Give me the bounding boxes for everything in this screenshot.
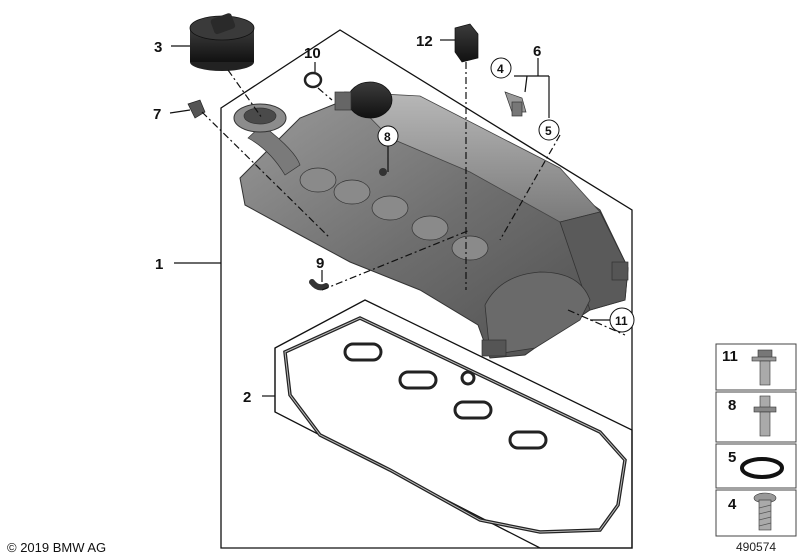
legend-number-5: 5 — [728, 449, 736, 466]
callout-2: 2 — [243, 389, 251, 406]
legend-number-8: 8 — [728, 397, 736, 414]
valve-cover-gasket — [283, 316, 627, 534]
callout-3: 3 — [154, 39, 162, 56]
copyright-text: © 2019 BMW AG — [7, 540, 107, 555]
vent-hose — [309, 279, 329, 291]
callout-5: 5 — [545, 124, 552, 138]
callout-10: 10 — [304, 45, 321, 62]
bolt-with-collar-icon — [751, 349, 777, 386]
assembly-frame — [220, 29, 633, 549]
callout-11: 11 — [615, 314, 628, 328]
torx-screw-icon — [753, 492, 777, 531]
stud-bolt-icon — [753, 395, 777, 437]
diagram-number: 490574 — [736, 540, 777, 554]
callout-12: 12 — [416, 33, 433, 50]
cylinder-head-cover — [233, 81, 629, 359]
callout-9: 9 — [316, 255, 324, 272]
callout-4: 4 — [497, 62, 504, 76]
callout-7: 7 — [153, 106, 161, 123]
gasket-frame — [274, 299, 633, 549]
callout-1: 1 — [155, 256, 163, 273]
rubber-buffer — [454, 23, 479, 63]
fastener-legend: 11 8 5 4 — [715, 343, 797, 537]
screw-part-4 — [504, 91, 527, 117]
legend-number-11: 11 — [722, 348, 738, 365]
o-ring-small — [303, 71, 323, 89]
callout-8: 8 — [384, 130, 391, 144]
retaining-clip — [187, 99, 206, 119]
oil-filler-cap — [189, 13, 255, 71]
o-ring-icon — [740, 457, 784, 479]
callout-6: 6 — [533, 43, 541, 60]
callouts: 1 2 3 7 9 10 12 6 4 5 8 11 — [153, 33, 635, 406]
legend-number-4: 4 — [728, 496, 737, 513]
leader-lines — [169, 39, 626, 412]
